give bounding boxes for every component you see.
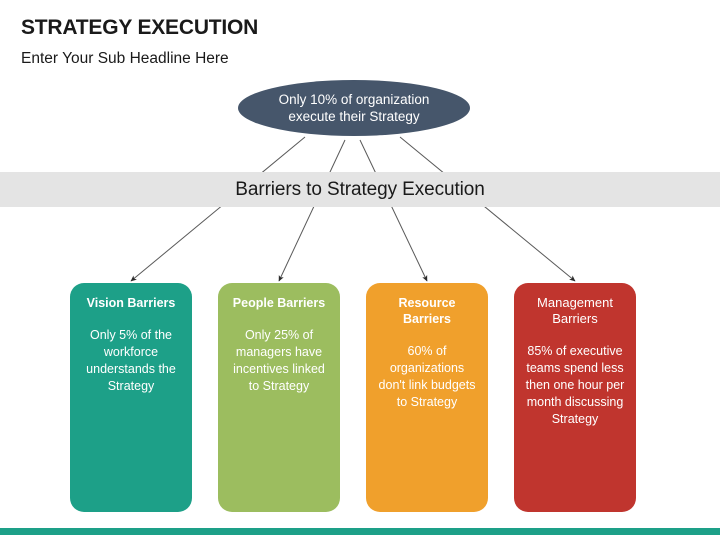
top-callout-text: Only 10% of organization execute their S… <box>278 92 430 124</box>
page-title: STRATEGY EXECUTION <box>21 16 259 39</box>
barrier-card-people[interactable]: People Barriers Only 25% of managers hav… <box>218 283 340 512</box>
barriers-banner-text: Barriers to Strategy Execution <box>235 178 485 200</box>
bottom-accent-bar <box>0 528 720 535</box>
barrier-card-body: Only 25% of managers have incentives lin… <box>233 328 325 393</box>
barrier-card-management[interactable]: Management Barriers 85% of executive tea… <box>514 283 636 512</box>
barriers-banner: Barriers to Strategy Execution <box>0 172 720 207</box>
barrier-card-vision[interactable]: Vision Barriers Only 5% of the workforce… <box>70 283 192 512</box>
barrier-card-title: Vision Barriers <box>86 296 176 310</box>
barrier-card-title: Resource Barriers <box>398 296 456 326</box>
top-callout-ellipse: Only 10% of organization execute their S… <box>238 80 470 136</box>
barrier-card-title: People Barriers <box>232 296 326 310</box>
barrier-card-body: 60% of organizations don't link budgets … <box>378 344 476 409</box>
barrier-card-resource[interactable]: Resource Barriers 60% of organizations d… <box>366 283 488 512</box>
barrier-card-body: 85% of executive teams spend less then o… <box>525 344 625 426</box>
barrier-card-title: Management Barriers <box>537 295 613 326</box>
barrier-card-body: Only 5% of the workforce understands the… <box>86 328 176 393</box>
page-subtitle: Enter Your Sub Headline Here <box>21 50 229 67</box>
